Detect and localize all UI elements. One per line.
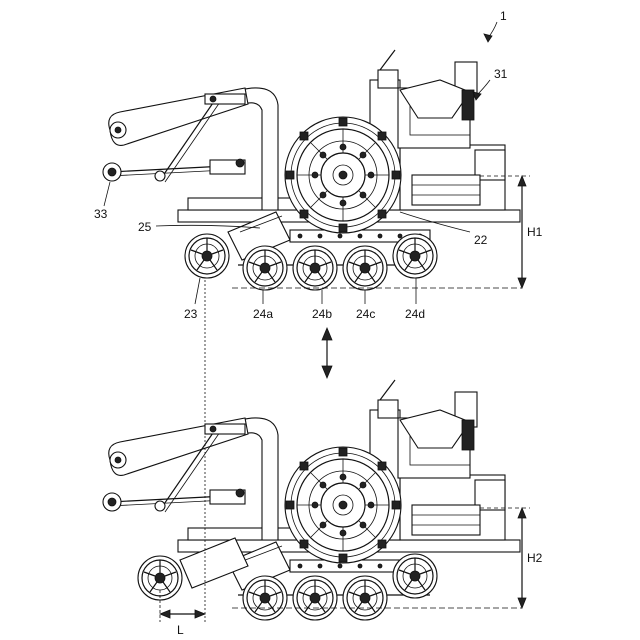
- label-wheel-24c: 24c: [356, 307, 375, 321]
- label-offset-l: L: [177, 623, 184, 637]
- label-wheel-24d: 24d: [405, 307, 425, 321]
- label-part-22: 22: [474, 233, 488, 247]
- label-part-25: 25: [138, 220, 152, 234]
- transition-arrow: [322, 328, 332, 378]
- label-machine: 1: [500, 9, 507, 23]
- label-arm-33: 33: [94, 207, 108, 221]
- label-wheel-24b: 24b: [312, 307, 332, 321]
- label-height-h2: H2: [527, 551, 543, 565]
- label-unit-31: 31: [494, 67, 508, 81]
- label-height-h1: H1: [527, 225, 543, 239]
- label-wheel-23: 23: [184, 307, 198, 321]
- label-wheel-24a: 24a: [253, 307, 273, 321]
- machine-state-bottom: [103, 380, 530, 622]
- machine-state-top: [103, 50, 530, 290]
